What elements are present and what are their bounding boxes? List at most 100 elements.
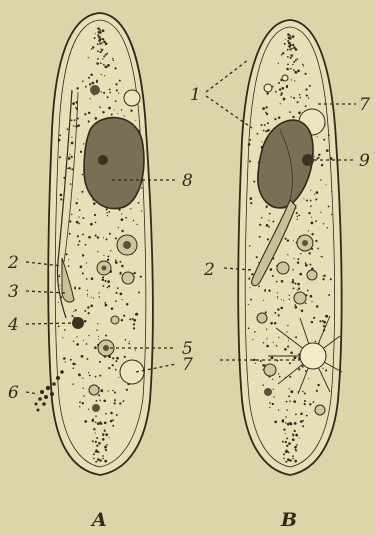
granule [125,217,127,219]
granule [110,412,113,415]
granule [117,287,119,289]
granule [272,221,274,223]
granule [320,179,322,181]
granule [92,46,94,48]
granule [264,124,266,126]
granule [98,339,99,340]
granule [301,310,304,313]
granule [310,200,312,202]
granule [266,345,269,348]
granule [91,48,93,50]
granule [293,69,295,71]
granule [97,251,98,252]
granule [295,306,298,309]
granule [80,265,83,268]
granule [60,194,63,197]
granule [289,400,291,402]
granule [297,69,300,72]
granule [304,400,306,402]
granule [73,125,75,127]
granule [276,345,278,347]
granule [76,202,78,204]
granule [90,98,91,99]
granule [271,357,274,360]
granule [59,156,61,158]
granule [292,269,293,270]
granule [70,359,72,361]
granule [277,298,278,299]
granule [287,64,289,66]
granule [267,129,270,132]
granule [303,391,304,392]
granule [265,130,267,132]
granule [58,326,60,328]
contractile-vacuole-b-center [300,343,326,369]
granule [119,402,121,404]
granule [305,88,307,90]
food-vacuole [282,75,288,81]
granule [97,323,98,324]
granule [266,113,268,115]
granule [114,392,116,394]
granule [316,158,318,160]
granule [116,357,119,360]
granule [111,307,114,310]
granule [308,212,310,214]
granule [289,35,291,37]
granule [102,111,104,113]
granule [88,112,90,114]
granule [283,428,285,430]
food-vacuole [122,272,134,284]
granule [101,74,102,75]
granule [120,293,123,296]
granule [103,400,106,403]
granule [141,187,142,188]
granule [304,404,305,405]
granule [287,57,288,58]
granule [297,58,299,60]
granule [107,255,109,257]
granule [296,444,298,446]
granule [104,280,106,282]
granule [90,223,93,226]
granule [293,97,295,99]
granule [88,312,90,314]
granule [292,455,294,457]
granule [259,236,261,238]
granule [278,409,279,410]
granule [93,202,96,205]
granule [98,394,100,396]
granule [85,86,87,88]
granule [110,420,113,423]
granule [113,60,114,61]
granule [72,102,75,105]
granule [105,335,107,337]
granule [108,285,110,287]
granule [103,92,105,94]
food-vacuole [111,316,119,324]
granule [286,401,288,403]
granule [280,95,282,97]
granule [279,88,281,90]
granule [293,240,294,241]
granule [96,461,98,463]
granule [108,211,110,213]
food-vacuole [257,313,267,323]
granule [88,236,91,239]
granule [98,336,99,337]
label-a-2: 2 [7,253,19,273]
granule [289,376,291,378]
granule [289,111,291,113]
granule [323,321,326,324]
granule [58,275,60,277]
granule [290,423,293,426]
granule [294,422,297,425]
granule [281,87,284,90]
forming-vacuole-a [72,317,84,329]
granule [252,339,253,340]
granule [287,458,290,461]
granule [97,34,99,36]
granule [119,80,121,82]
granule [99,29,101,31]
granule [266,338,267,339]
